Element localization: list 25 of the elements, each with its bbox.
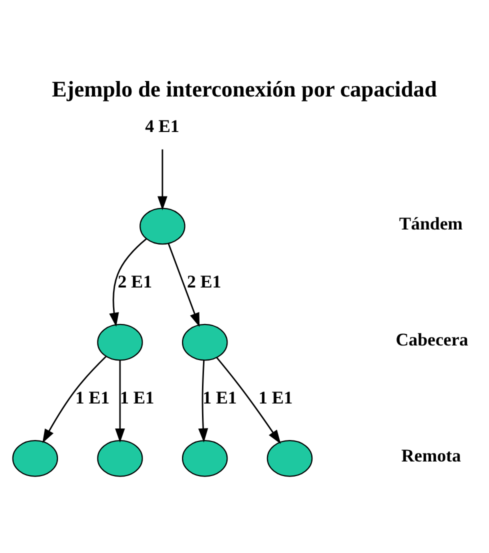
arrow: [198, 360, 208, 442]
arrow: [216, 356, 281, 444]
node-circle: [97, 440, 143, 476]
node-circle: [140, 207, 186, 244]
edge-label: 2 E1: [118, 270, 152, 291]
arrow: [109, 238, 147, 326]
node-circle: [97, 323, 143, 360]
label: Remota: [401, 445, 461, 466]
node-circle: [12, 440, 58, 476]
node-circle: [182, 440, 228, 476]
label: Tándem: [399, 212, 463, 233]
arrow: [168, 242, 200, 326]
edge-label: 1 E1: [75, 387, 110, 408]
diagram-title: Ejemplo de interconexión por capacidad: [52, 76, 437, 102]
edge-label: 2 E1: [187, 270, 222, 291]
label: Cabecera: [396, 328, 468, 349]
node-circle: [266, 440, 313, 476]
node-text: 4 E1: [145, 116, 180, 136]
edge-label: 1 E1: [120, 387, 154, 408]
edge-label: 1 E1: [258, 387, 293, 408]
arrow: [115, 360, 125, 442]
arrow: [158, 148, 168, 210]
node-circle: [182, 323, 228, 360]
edge-label: 1 E1: [202, 387, 237, 408]
arrow: [42, 356, 106, 443]
